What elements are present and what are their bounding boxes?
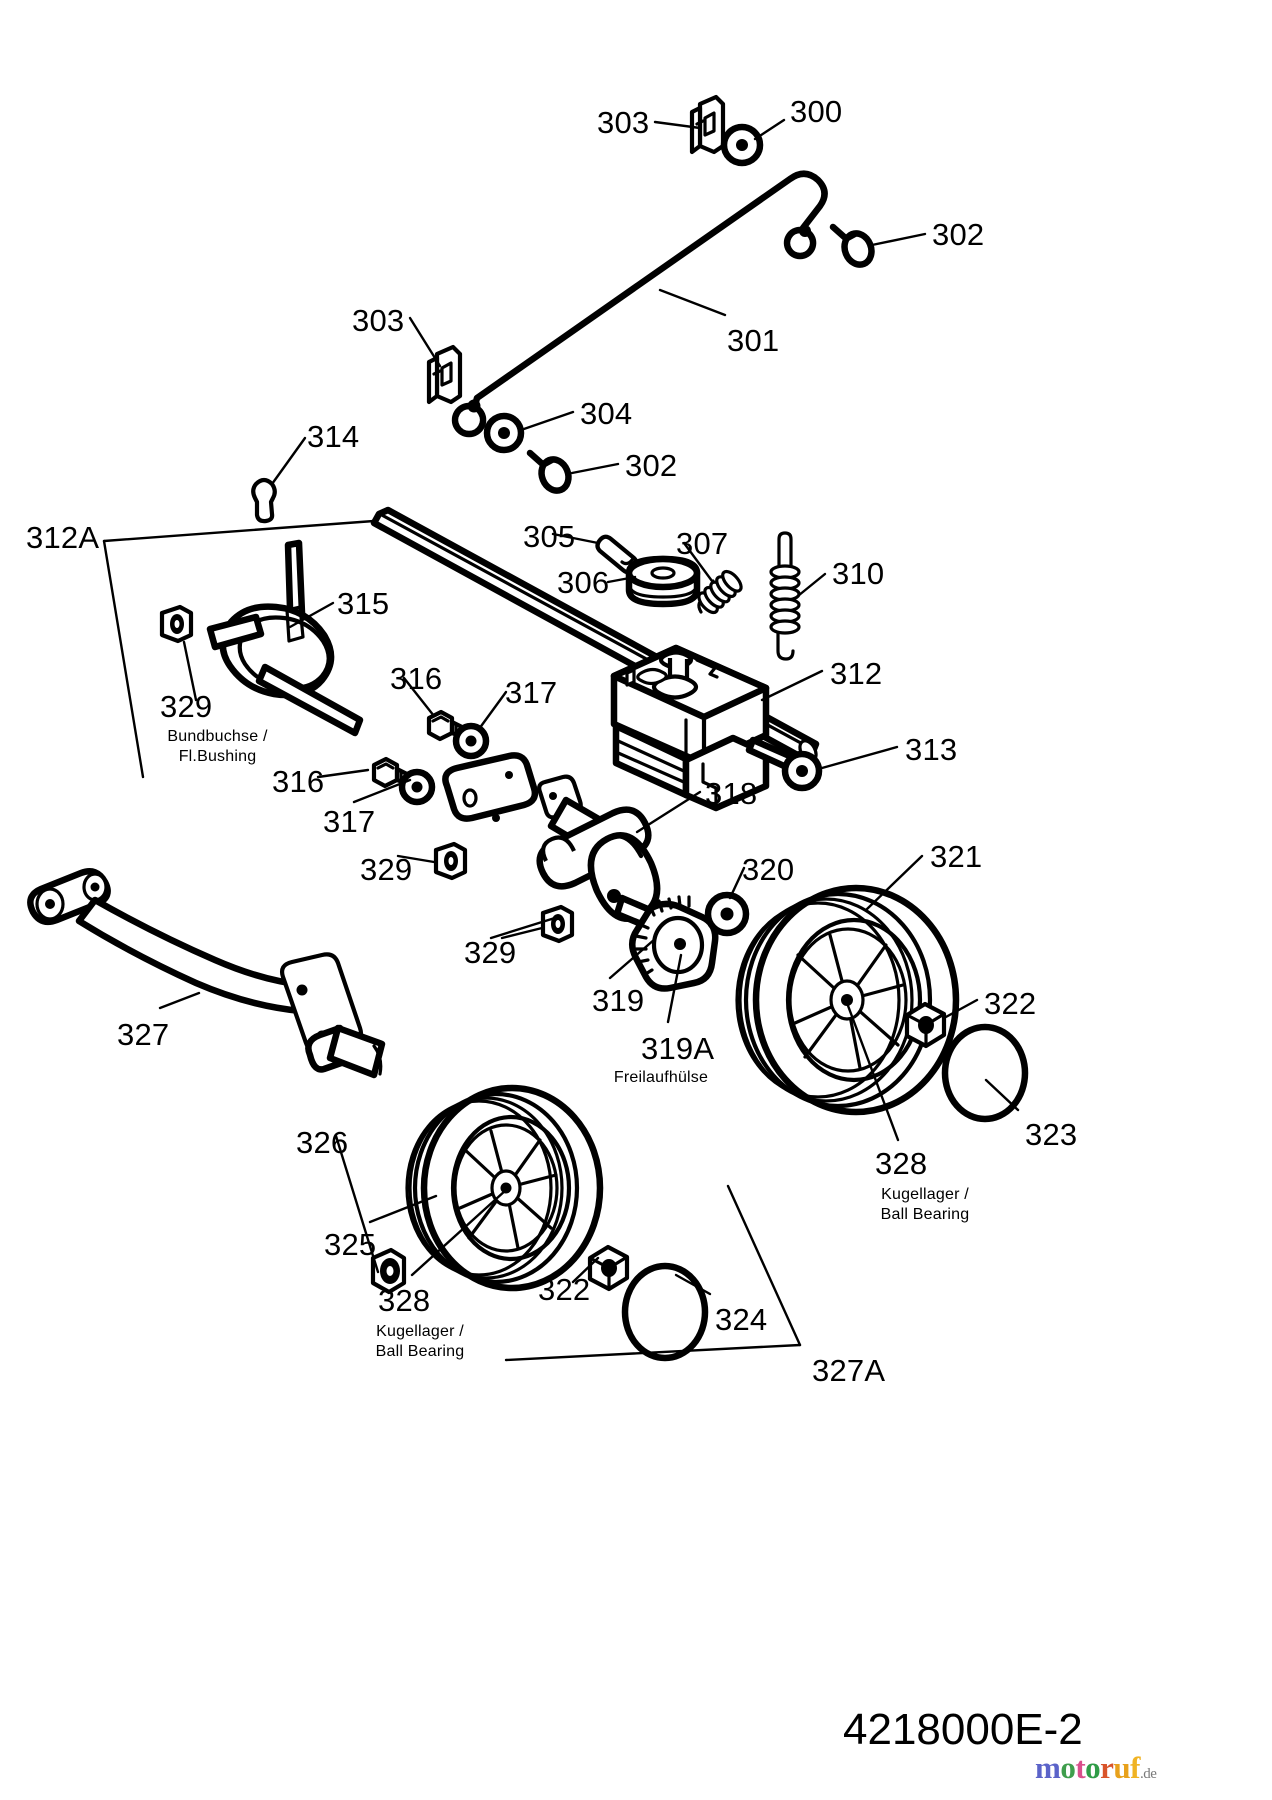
part-310-extension-spring — [769, 531, 801, 661]
part-317-washer-a — [452, 722, 490, 760]
callout-328-a: 328 — [875, 1146, 928, 1181]
callout-304: 304 — [580, 396, 633, 431]
callout-303-upper: 303 — [597, 105, 650, 140]
callout-305: 305 — [523, 519, 576, 554]
callout-321: 321 — [930, 839, 983, 874]
callout-306: 306 — [557, 565, 610, 600]
watermark-letter: f — [1130, 1750, 1140, 1785]
leader-lines — [158, 118, 1020, 1296]
part-324-hubcap — [621, 1262, 709, 1362]
callout-329-b: 329 — [360, 852, 413, 887]
part-312-gearbox — [610, 644, 814, 812]
callout-315: 315 — [337, 586, 390, 621]
part-322-nut-a — [904, 1001, 947, 1049]
callout-317-b: 317 — [323, 804, 376, 839]
part-329-bushing-b — [433, 841, 468, 881]
callout-312: 312 — [830, 656, 883, 691]
callout-328-b: 328 — [378, 1283, 431, 1318]
callout-322-b: 322 — [538, 1272, 591, 1307]
diagram-code: 4218000E-2 — [843, 1705, 1083, 1754]
part-302-pin-upper — [829, 223, 875, 268]
part-323-hubcap — [941, 1023, 1029, 1123]
callout-322-a: 322 — [984, 986, 1037, 1021]
sublabel-329-bushing: Bundbuchse / Fl.Bushing — [167, 728, 268, 765]
part-321-wheel-right — [735, 884, 960, 1116]
callout-302-lower: 302 — [625, 448, 678, 483]
part-306-pulley — [625, 555, 701, 608]
callout-319A: 319A — [641, 1031, 715, 1066]
callout-329-a: 329 — [160, 689, 213, 724]
part-304-washer — [483, 412, 525, 454]
callout-301: 301 — [727, 323, 780, 358]
callout-310: 310 — [832, 556, 885, 591]
watermark-letter: o — [1085, 1750, 1101, 1785]
part-302-pin-lower — [526, 449, 572, 494]
callout-326: 326 — [296, 1125, 349, 1160]
callout-329-c: 329 — [464, 935, 517, 970]
watermark-letter: m — [1035, 1750, 1061, 1785]
part-307-short-spring — [697, 569, 743, 615]
callout-327: 327 — [117, 1017, 170, 1052]
part-326-bushing — [370, 1247, 407, 1295]
callout-316-b: 316 — [272, 764, 325, 799]
callout-302-upper: 302 — [932, 217, 985, 252]
callout-300: 300 — [790, 94, 843, 129]
callout-323: 323 — [1025, 1117, 1078, 1152]
callout-316-a: 316 — [390, 661, 443, 696]
callout-313: 313 — [905, 732, 958, 767]
motoruf-watermark: motoruf.de — [1035, 1750, 1157, 1785]
callout-320: 320 — [742, 852, 795, 887]
callout-317-a: 317 — [505, 675, 558, 710]
part-327-axle-arm — [27, 868, 386, 1079]
part-316-bolt-b — [371, 756, 416, 789]
callout-303-lower: 303 — [352, 303, 405, 338]
callout-307: 307 — [676, 526, 729, 561]
callout-324: 324 — [715, 1302, 768, 1337]
callout-327A: 327A — [812, 1353, 886, 1388]
part-319-freewheel-gear — [629, 895, 719, 992]
part-303-bracket-upper — [689, 94, 726, 155]
sublabel-319A-freewheel-sleeve: Freilaufhülse — [613, 1069, 709, 1086]
part-325-wheel-left — [405, 1084, 604, 1292]
watermark-letter: u — [1113, 1750, 1131, 1785]
watermark-tld: .de — [1140, 1766, 1157, 1782]
part-313-washer — [781, 750, 823, 792]
callout-325: 325 — [324, 1227, 377, 1262]
part-300-washer — [720, 123, 764, 167]
bracket-312A — [102, 519, 376, 779]
part-315-shift-lever — [206, 539, 364, 737]
sublabel-328-ball-bearing-right: Kugellager / Ball Bearing — [880, 1186, 970, 1223]
bracket-327A — [504, 1184, 802, 1362]
part-320-washer — [704, 891, 750, 937]
watermark-letter: r — [1100, 1750, 1114, 1785]
part-303-bracket-lower — [426, 344, 463, 405]
part-329-bushing-c — [540, 904, 575, 944]
sublabel-328-ball-bearing-left: Kugellager / Ball Bearing — [375, 1323, 465, 1360]
callout-319: 319 — [592, 983, 645, 1018]
part-329-bushing-a — [159, 604, 194, 644]
callout-318: 318 — [705, 776, 758, 811]
part-314-knob — [251, 477, 277, 524]
part-318-pulley-shaft — [536, 774, 701, 949]
part-301-handle-rod — [451, 170, 828, 438]
part-322-nut-b — [587, 1244, 630, 1292]
watermark-letter: t — [1075, 1750, 1086, 1785]
watermark-letter: o — [1060, 1750, 1076, 1785]
callout-314: 314 — [307, 419, 360, 454]
part-317-washer-b — [398, 768, 436, 806]
callout-312A: 312A — [26, 520, 100, 555]
part-bearing-plate — [442, 752, 539, 822]
